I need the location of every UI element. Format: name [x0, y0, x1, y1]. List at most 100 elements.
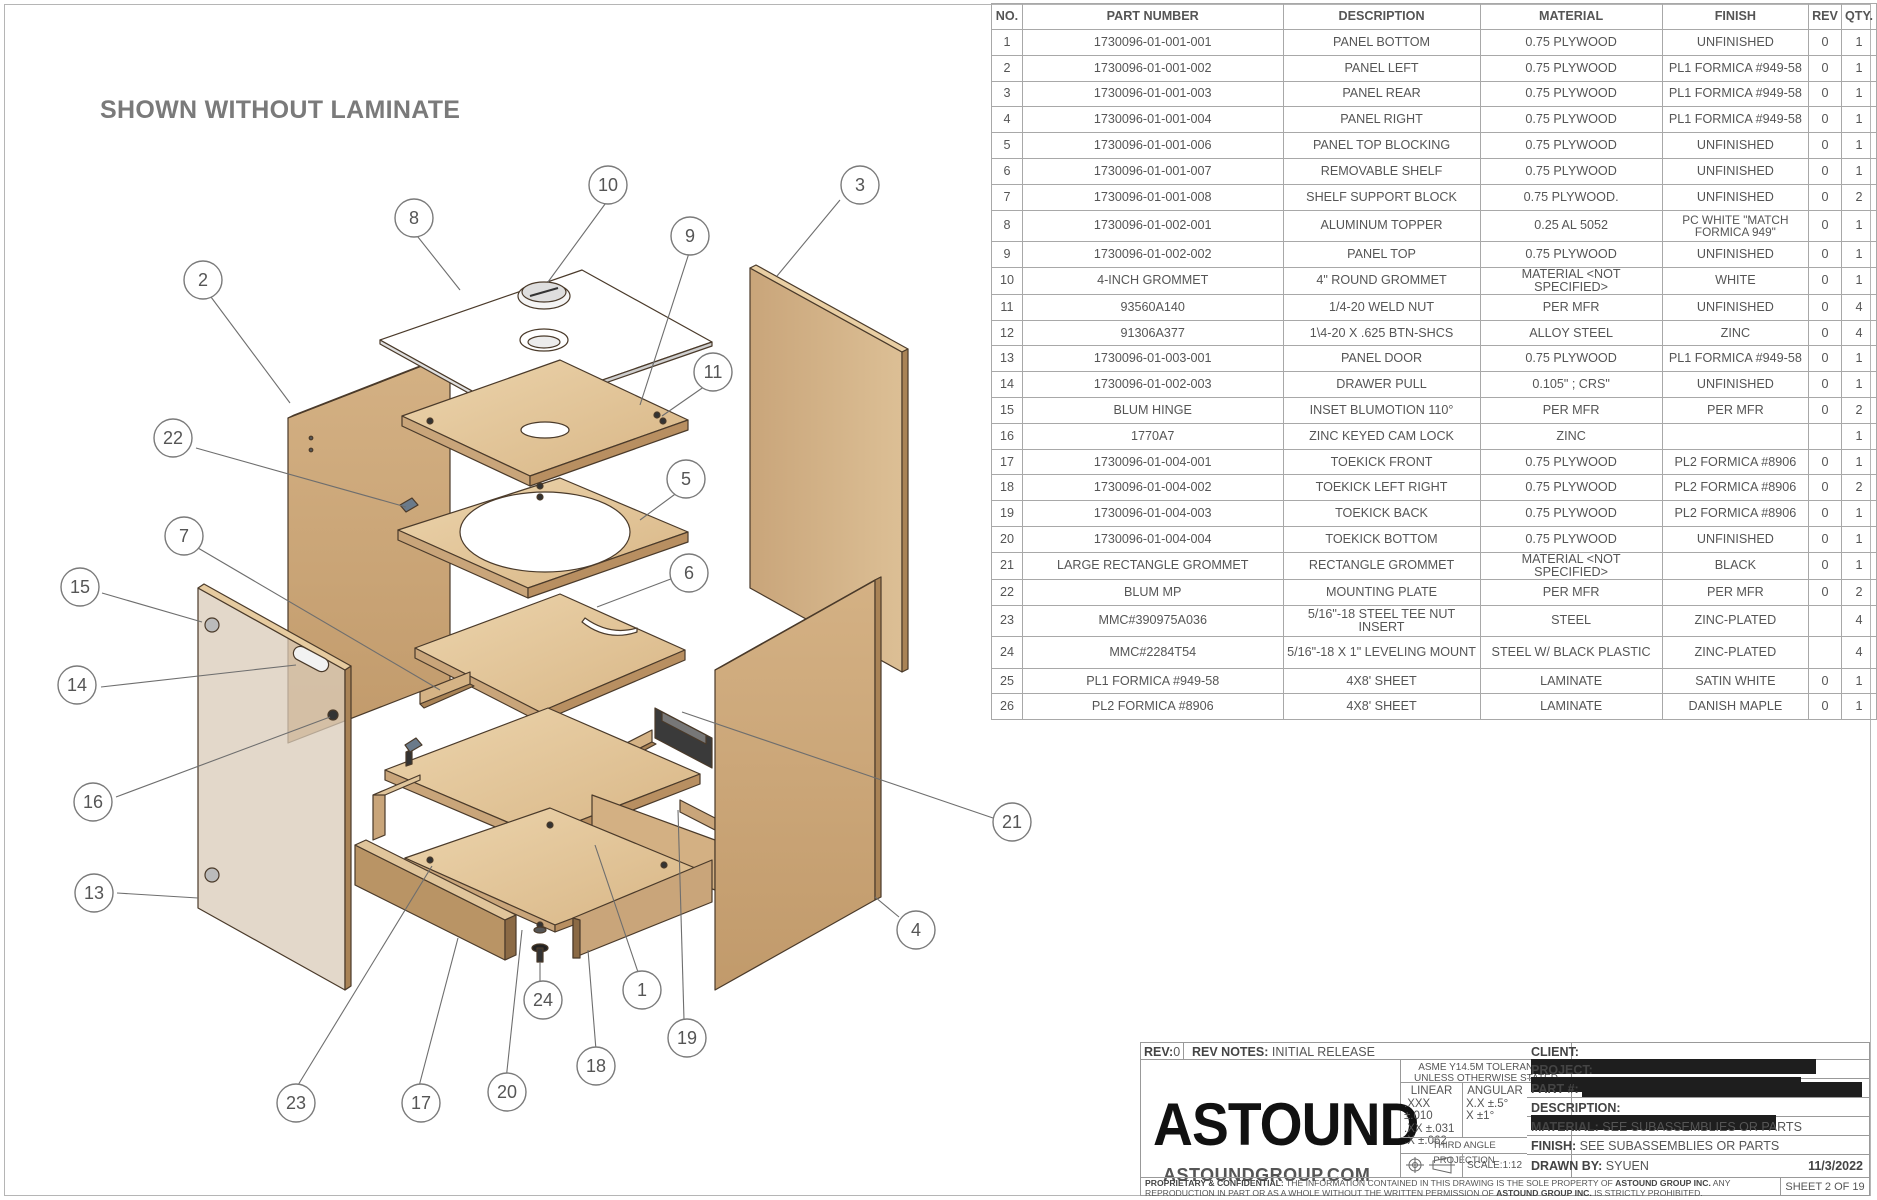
bom-cell-rev: 0	[1808, 526, 1842, 553]
bom-cell-qty: 2	[1840, 474, 1877, 502]
bom-cell-no: 9	[991, 241, 1023, 268]
balloon-9	[670, 216, 710, 256]
balloon-3	[840, 165, 880, 205]
bom-cell-rev: 0	[1808, 319, 1842, 347]
bom-cell-qty: 1	[1840, 551, 1877, 580]
bom-cell-description: PANEL RIGHT	[1282, 106, 1481, 134]
bom-cell-no: 15	[991, 397, 1023, 424]
bom-cell-qty: 4	[1840, 293, 1877, 321]
bom-cell-material: LAMINATE	[1479, 693, 1663, 721]
bom-cell-qty: 1	[1840, 526, 1877, 553]
bom-cell-description: RECTANGLE GROMMET	[1282, 551, 1481, 580]
bom-cell-qty: 1	[1840, 422, 1877, 450]
balloon-labels: 8 10 9 11 5 6 3 2 22 7 15 14 16 13 21 4 …	[67, 175, 1022, 1113]
linear-tolerances: LINEAR .XXX ±.010 .XX ±.031 .X ±.062	[1401, 1083, 1463, 1147]
svg-text:10: 10	[598, 175, 618, 195]
svg-text:13: 13	[84, 883, 104, 903]
bom-cell-material: 0.75 PLYWOOD	[1479, 448, 1663, 476]
bom-cell-qty: 1	[1840, 345, 1877, 373]
description-label: DESCRIPTION:	[1531, 1101, 1621, 1115]
bom-cell-qty: 1	[1840, 80, 1877, 108]
bom-cell-no: 12	[991, 319, 1023, 347]
bom-cell-material: PER MFR	[1479, 293, 1663, 321]
part-removable-shelf	[414, 593, 686, 723]
drawing-date: 11/3/2022	[1808, 1159, 1863, 1173]
bom-cell-qty: 4	[1840, 319, 1877, 347]
balloon-2	[183, 260, 223, 300]
svg-text:17: 17	[411, 1093, 431, 1113]
title-block: REV:0 REV NOTES: INITIAL RELEASE ASTOUND…	[1140, 1042, 1870, 1197]
bom-cell-material: LAMINATE	[1479, 667, 1663, 695]
bom-cell-part-number: 1730096-01-001-001	[1021, 29, 1284, 56]
svg-text:8: 8	[409, 208, 419, 228]
svg-text:23: 23	[286, 1093, 306, 1113]
part-panel-right	[714, 576, 882, 991]
svg-text:19: 19	[677, 1028, 697, 1048]
finish-value: SEE SUBASSEMBLIES OR PARTS	[1579, 1139, 1780, 1153]
scale-label: SCALE:1:12	[1467, 1160, 1523, 1171]
svg-text:4: 4	[911, 920, 921, 940]
bom-cell-part-number: 1730096-01-001-004	[1021, 106, 1284, 134]
svg-text:6: 6	[684, 563, 694, 583]
bom-cell-description: DRAWER PULL	[1282, 371, 1481, 399]
svg-text:24: 24	[533, 990, 553, 1010]
bom-cell-description: ALUMINUM TOPPER	[1282, 209, 1481, 243]
balloon-24	[523, 980, 563, 1020]
bom-cell-qty: 1	[1840, 29, 1877, 56]
bom-cell-no: 26	[991, 693, 1023, 721]
tolerance-block: ASME Y14.5M TOLERANCES UNLESS OTHERWISE …	[1401, 1060, 1572, 1177]
description-redacted	[1531, 1115, 1776, 1131]
bom-cell-qty: 1	[1840, 448, 1877, 476]
part-panel-rear	[749, 264, 909, 673]
bom-cell-material: ALLOY STEEL	[1479, 319, 1663, 347]
part-leveling-mount	[531, 926, 549, 963]
bom-cell-qty: 1	[1840, 209, 1877, 243]
part-panel-top-blocking	[397, 477, 689, 599]
svg-text:22: 22	[163, 428, 183, 448]
bom-cell-no: 18	[991, 474, 1023, 502]
bom-cell-rev: 0	[1808, 500, 1842, 528]
bom-cell-material: 0.75 PLYWOOD.	[1479, 183, 1663, 211]
svg-text:21: 21	[1002, 812, 1022, 832]
svg-text:2: 2	[198, 270, 208, 290]
balloon-6	[669, 553, 709, 593]
bom-cell-rev: 0	[1808, 209, 1842, 243]
balloon-13	[74, 873, 114, 913]
bom-cell-rev: 0	[1808, 80, 1842, 108]
bom-cell-finish: UNFINISHED	[1661, 293, 1810, 321]
bom-cell-description: TOEKICK FRONT	[1282, 448, 1481, 476]
bom-cell-material: STEEL	[1479, 604, 1663, 638]
bom-cell-part-number: MMC#2284T54	[1021, 636, 1284, 669]
bom-cell-finish: UNFINISHED	[1661, 526, 1810, 553]
bom-cell-qty: 1	[1840, 132, 1877, 159]
bom-cell-finish: PL1 FORMICA #949-58	[1661, 54, 1810, 82]
rev-notes-label: REV NOTES:	[1192, 1045, 1269, 1059]
bom-cell-no: 20	[991, 526, 1023, 553]
bom-cell-no: 3	[991, 80, 1023, 108]
bom-cell-finish: UNFINISHED	[1661, 183, 1810, 211]
bom-cell-part-number: 1730096-01-004-003	[1021, 500, 1284, 528]
bom-cell-no: 22	[991, 578, 1023, 606]
project-row: PROJECT:	[1527, 1060, 1869, 1093]
bom-cell-description: PANEL REAR	[1282, 80, 1481, 108]
svg-text:3: 3	[855, 175, 865, 195]
bom-cell-material: STEEL W/ BLACK PLASTIC	[1479, 636, 1663, 669]
bom-cell-part-number: 93560A140	[1021, 293, 1284, 321]
bom-cell-qty: 2	[1840, 578, 1877, 606]
rev-cell: REV:0	[1141, 1043, 1184, 1060]
bom-cell-part-number: 4-INCH GROMMET	[1021, 266, 1284, 295]
bom-cell-description: 5/16"-18 X 1" LEVELING MOUNT	[1282, 636, 1481, 669]
balloon-10	[588, 165, 628, 205]
bom-cell-finish: PL2 FORMICA #8906	[1661, 474, 1810, 502]
bom-header-part-number: PART NUMBER	[1021, 3, 1284, 30]
bom-cell-finish: ZINC-PLATED	[1661, 636, 1810, 669]
bom-cell-material: PER MFR	[1479, 578, 1663, 606]
balloon-5	[666, 459, 706, 499]
